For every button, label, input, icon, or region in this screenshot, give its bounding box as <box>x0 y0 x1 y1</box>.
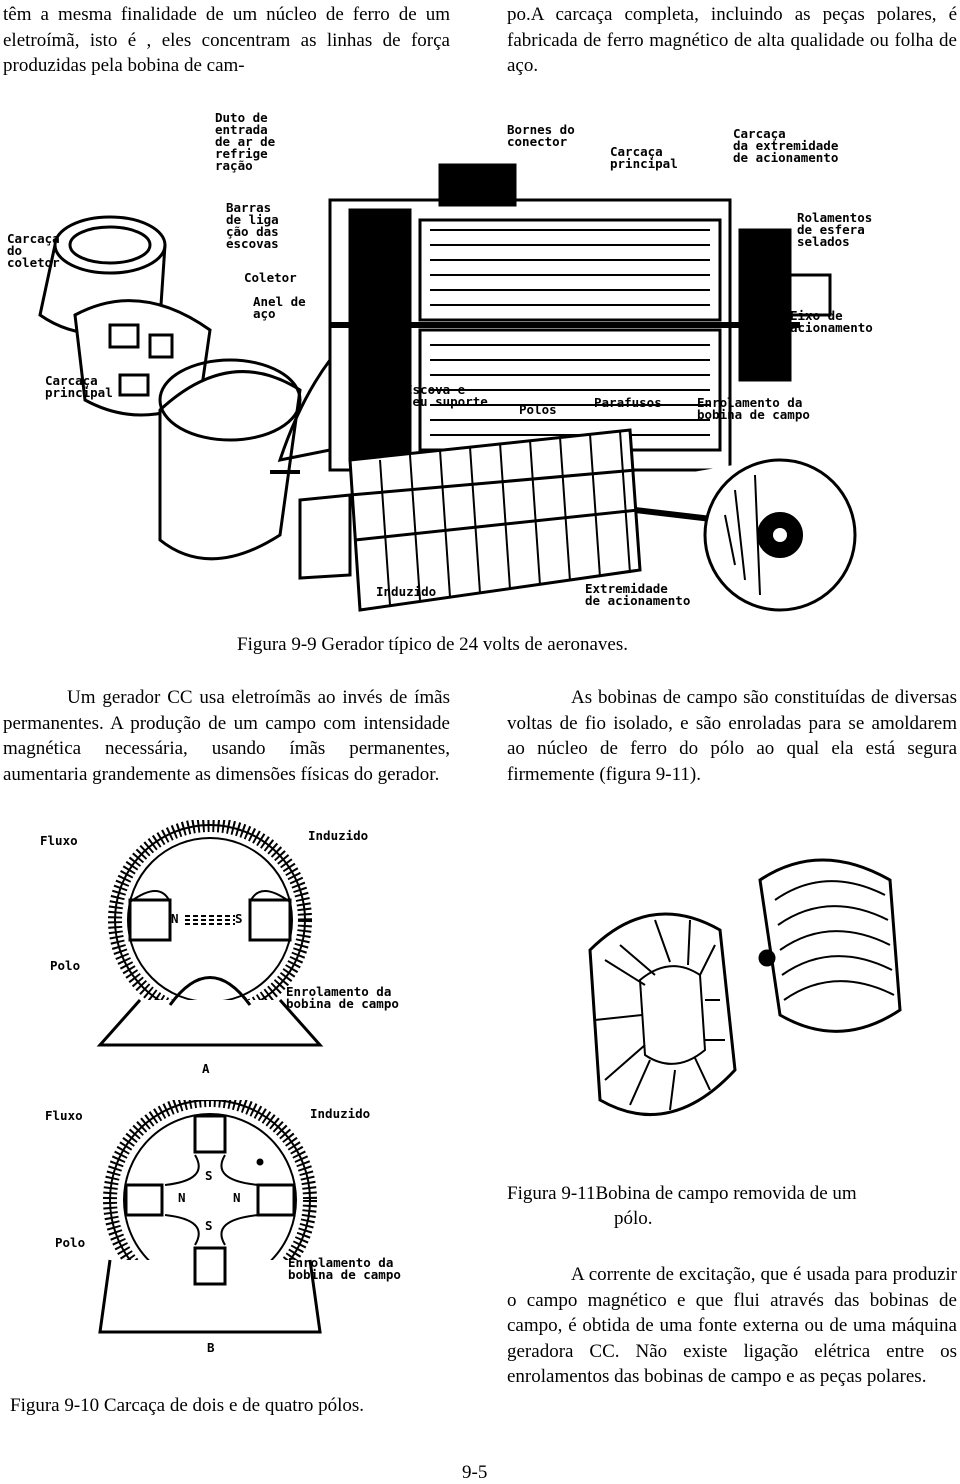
label-rolamentos: Rolamentos de esfera selados <box>797 210 873 249</box>
label-extremidade-acionamento: Extremidade de acionamento <box>585 581 691 608</box>
left-paragraph: Um gerador CC usa eletroímãs ao invés de… <box>3 687 450 785</box>
label-enrolamento-b: Enrolamento da bobina de campo <box>288 1255 401 1282</box>
label-n1-b: N <box>178 1190 186 1205</box>
figure-9-10-caption: Figura 9-10 Carcaça de dois e de quatro … <box>10 1395 365 1416</box>
label-carcaca-coletor: Carcaça do coletor <box>7 231 60 270</box>
label-induzido-b: Induzido <box>310 1106 371 1121</box>
figure-9-11-caption: Figura 9-11Bobina de campo removida de u… <box>507 1183 857 1229</box>
figure-9-10-b: Fluxo Induzido Polo Enrolamento da bobin… <box>30 1100 450 1360</box>
label-s1-b: S <box>205 1168 213 1183</box>
figure-9-10-a: Fluxo Induzido Polo Enrolamento da bobin… <box>30 820 450 1080</box>
right-paragraph-1: As bobinas de campo são constituídas de … <box>507 687 957 785</box>
page-number: 9-5 <box>462 1462 488 1483</box>
generator-exploded-drawing <box>38 163 857 620</box>
label-duto-entrada-ar: Duto de entrada de ar de refrige ração <box>215 110 276 173</box>
figure-9-11-field-coil <box>560 850 920 1150</box>
label-carcaca-principal-left: Carcaça principal <box>45 373 113 400</box>
top-left-paragraph: têm a mesma finalidade de um núcleo de f… <box>3 4 450 76</box>
label-induzido-a: Induzido <box>308 828 369 843</box>
label-enrolamento-a: Enrolamento da bobina de campo <box>286 984 399 1011</box>
label-eixo-acionamento: Eixo de acionamento <box>790 308 873 335</box>
figure-9-9-illustration: Duto de entrada de ar de refrige ração B… <box>0 100 960 620</box>
label-induzido: Induzido <box>376 584 437 599</box>
label-carcaca-principal-top: Carcaça principal <box>610 144 678 171</box>
label-s2-b: S <box>205 1218 213 1233</box>
label-parafusos: Parafusos <box>594 395 662 410</box>
label-escova-suporte: Escova e seu suporte <box>405 382 488 409</box>
label-polos: Polos <box>519 402 557 417</box>
top-right-paragraph: po.A carcaça completa, incluindo as peça… <box>507 4 957 76</box>
label-barras-ligacao: Barras de liga ção das escovas <box>226 200 279 251</box>
label-polo-b: Polo <box>55 1235 86 1250</box>
label-bornes-conector: Bornes do conector <box>507 122 575 149</box>
right-paragraph-2: A corrente de excitação, que é usada par… <box>507 1264 957 1387</box>
label-carcaca-extremidade: Carcaça da extremidade de acionamento <box>733 126 839 165</box>
label-s-a: S <box>235 911 243 926</box>
label-letter-a: A <box>202 1061 210 1076</box>
label-fluxo-b: Fluxo <box>45 1108 83 1123</box>
figure-9-9-caption: Figura 9-9 Gerador típico de 24 volts de… <box>237 634 628 655</box>
label-n2-b: N <box>233 1190 241 1205</box>
label-letter-b: B <box>207 1340 215 1355</box>
label-fluxo-a: Fluxo <box>40 833 78 848</box>
label-n-a: N <box>171 911 179 926</box>
label-polo-a: Polo <box>50 958 81 973</box>
label-coletor: Coletor <box>244 270 297 285</box>
label-enrolamento-campo: Enrolamento da bobina de campo <box>697 395 810 422</box>
label-anel-aco: Anel de aço <box>253 294 306 321</box>
